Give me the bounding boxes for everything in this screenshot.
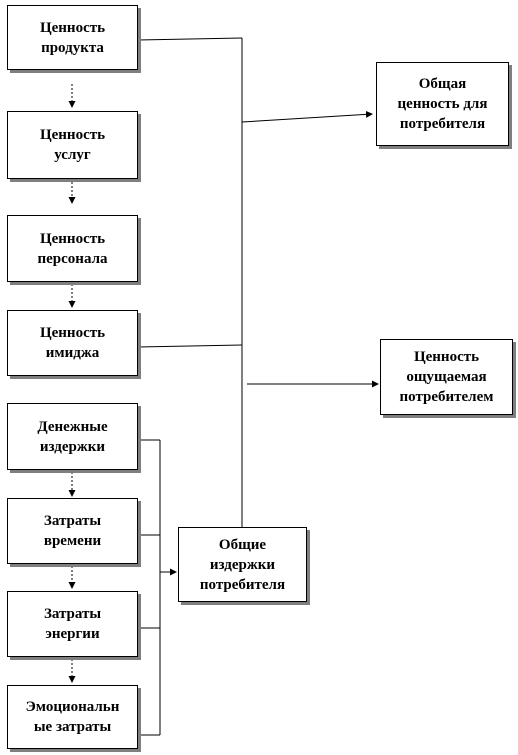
node-service-value: Ценность услуг bbox=[7, 111, 138, 179]
line-image-out bbox=[137, 344, 243, 348]
node-product-value-label: Ценность продукта bbox=[39, 19, 106, 56]
node-image-value-label: Ценность имиджа bbox=[39, 325, 106, 361]
node-total-consumer-costs: Общие издержки потребителя bbox=[178, 527, 307, 602]
node-personnel-value: Ценность персонала bbox=[7, 215, 138, 282]
node-total-consumer-costs-label: Общие издержки потребителя bbox=[199, 536, 286, 593]
node-personnel-value-label: Ценность персонала bbox=[37, 230, 108, 267]
node-perceived-value-label: Ценность ощущаемая потребителем bbox=[399, 349, 494, 405]
node-emotional-costs-label: Эмоциональн ые затраты bbox=[25, 699, 120, 735]
node-monetary-costs: Денежные издержки bbox=[7, 403, 138, 470]
node-emotional-costs: Эмоциональн ые затраты bbox=[7, 685, 138, 749]
node-total-consumer-value-label: Общая ценность для потребителя bbox=[397, 76, 488, 132]
node-image-value: Ценность имиджа bbox=[7, 310, 138, 376]
node-monetary-costs-label: Денежные издержки bbox=[37, 418, 108, 455]
node-time-costs-label: Затраты времени bbox=[43, 513, 102, 549]
node-time-costs: Затраты времени bbox=[7, 498, 138, 564]
node-product-value: Ценность продукта bbox=[7, 5, 138, 70]
arrow-to-total-value bbox=[241, 110, 373, 123]
node-total-consumer-value: Общая ценность для потребителя bbox=[376, 62, 509, 146]
line-product-out bbox=[137, 37, 243, 41]
node-energy-costs: Затраты энергии bbox=[7, 591, 138, 657]
node-perceived-value: Ценность ощущаемая потребителем bbox=[380, 339, 513, 415]
node-energy-costs-label: Затраты энергии bbox=[43, 606, 102, 642]
node-service-value-label: Ценность услуг bbox=[39, 127, 106, 163]
